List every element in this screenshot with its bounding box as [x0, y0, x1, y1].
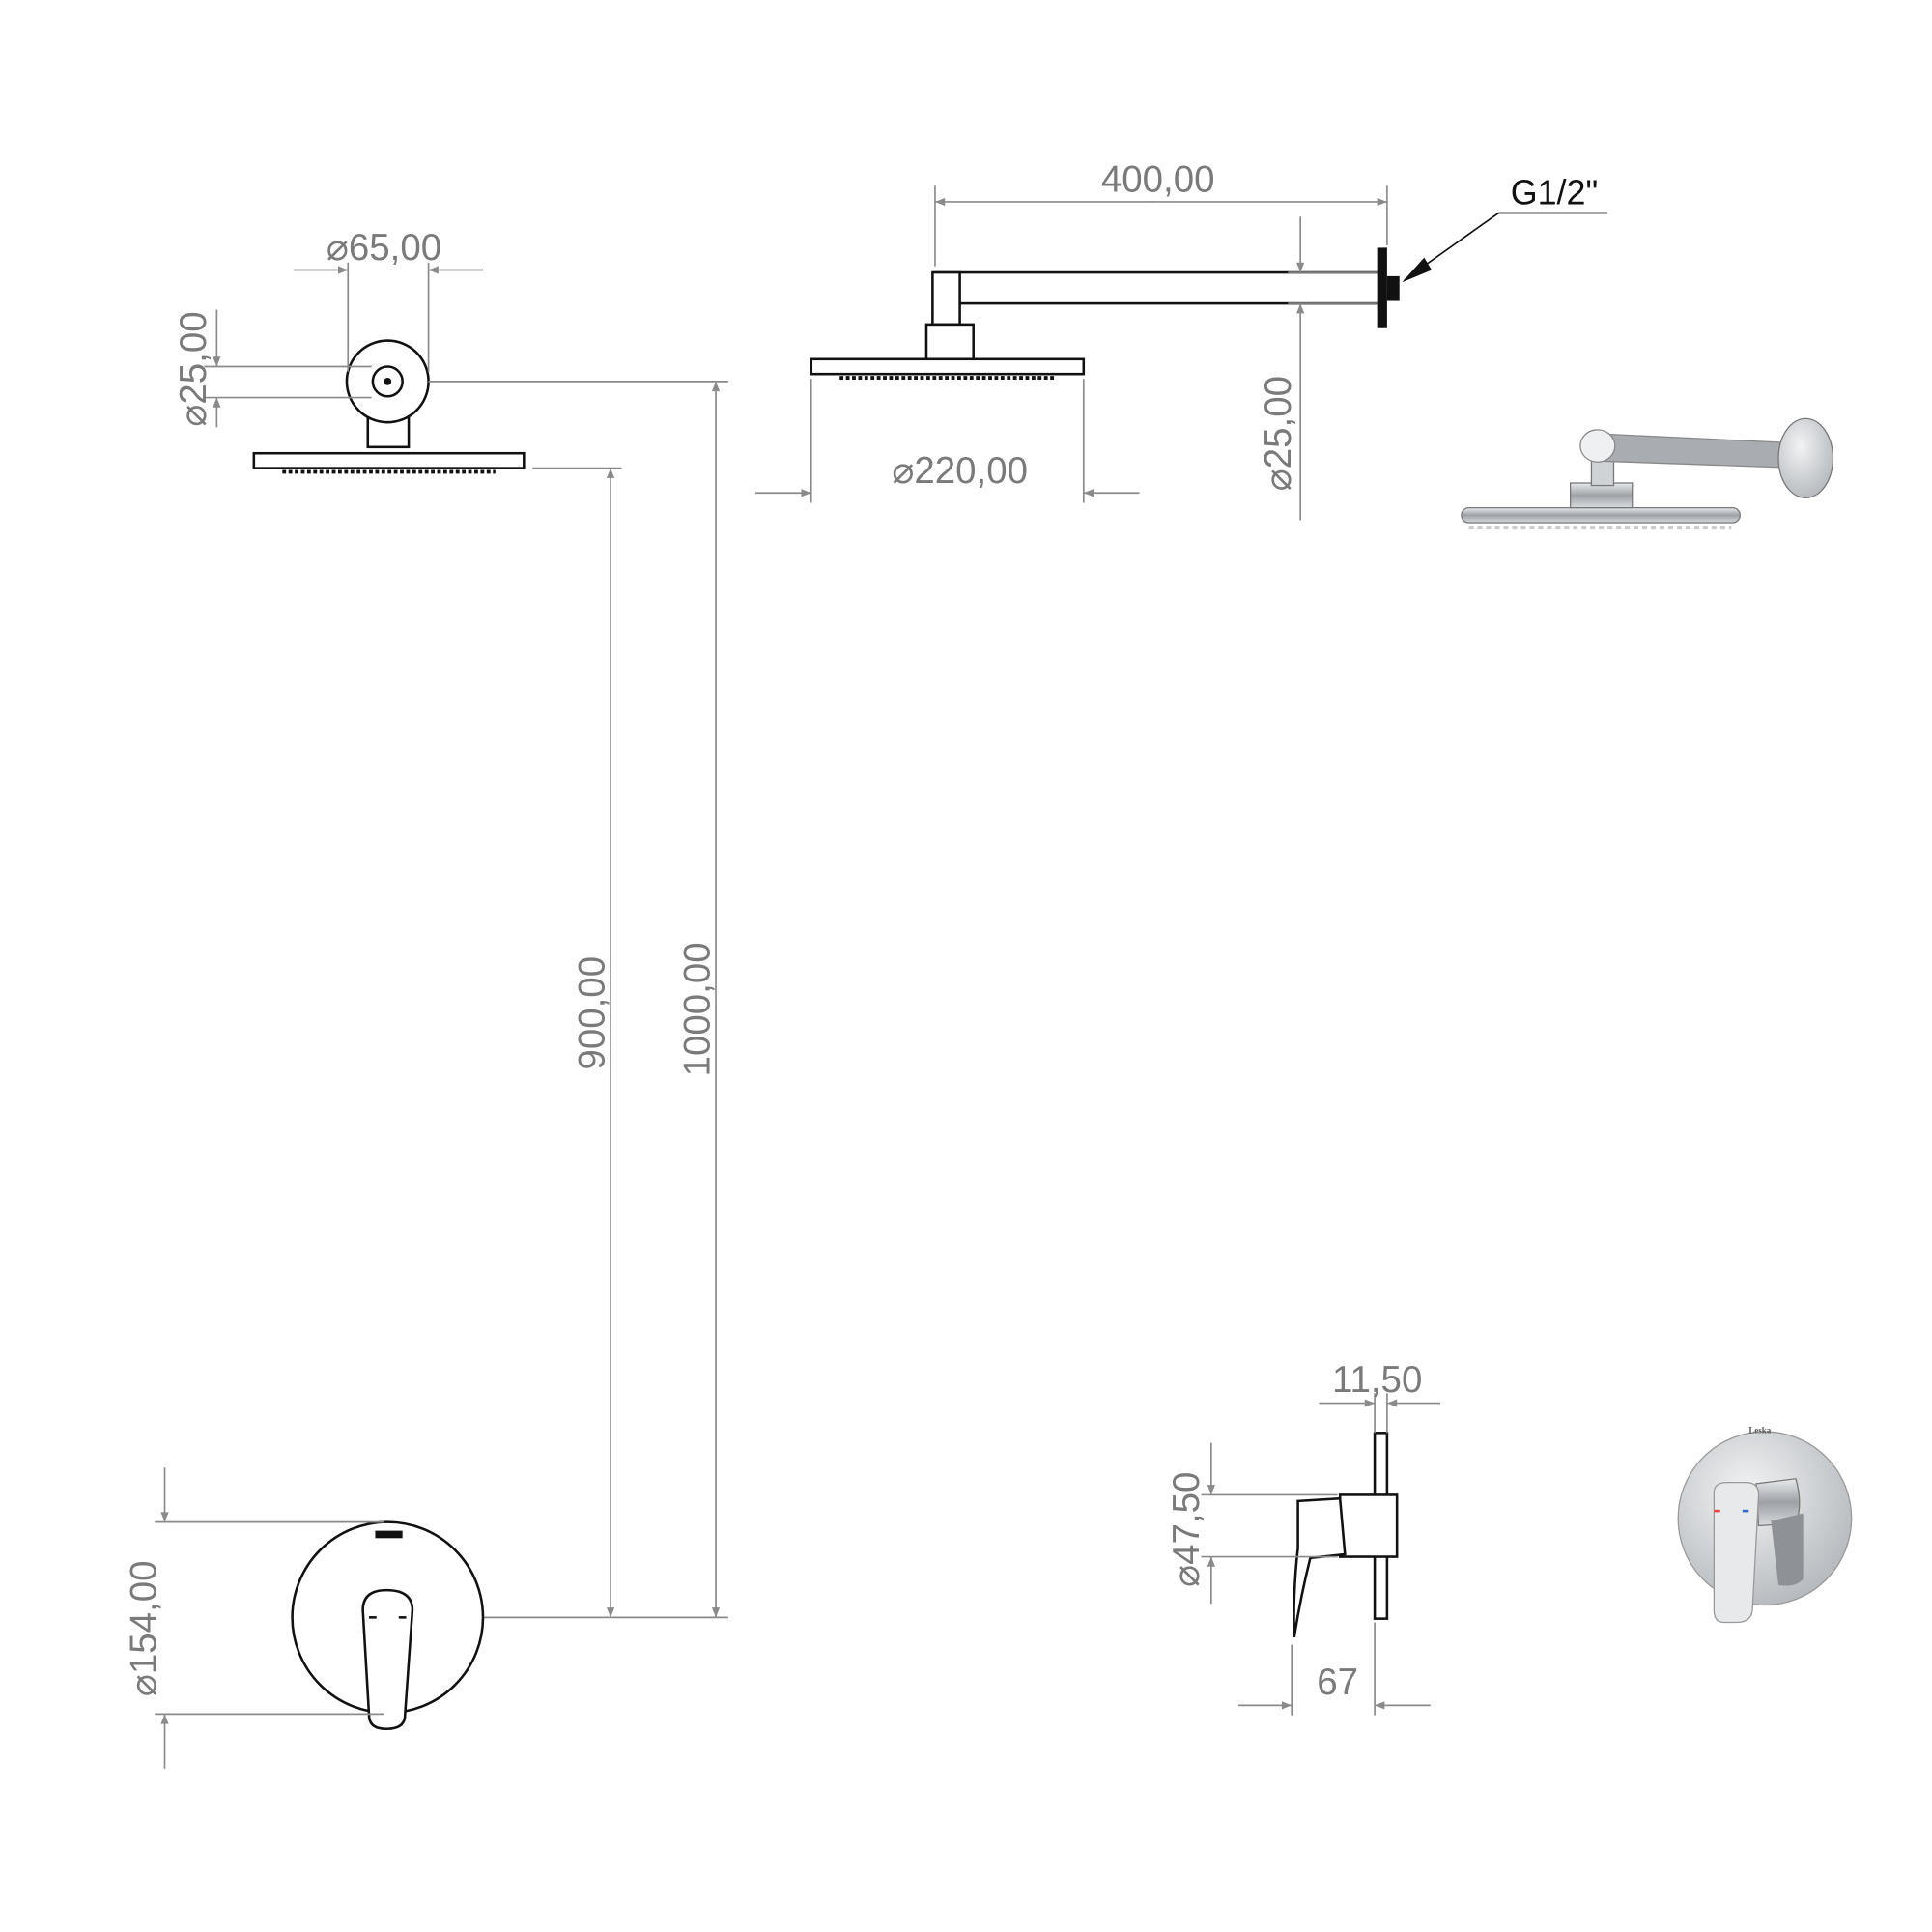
dim-label: 900,00 [572, 956, 613, 1070]
thread-label: G1/2" [1511, 174, 1599, 213]
mixer-side-view [1293, 1432, 1399, 1638]
brand-mark: Leska [1748, 1425, 1771, 1435]
dim-flange-dia: ⌀65,00 [293, 227, 484, 372]
dim-label: 67 [1317, 1662, 1358, 1703]
shower-product-photo [1461, 417, 1834, 530]
dim-label: 11,50 [1332, 1359, 1422, 1401]
dim-mixer-body-dia: ⌀47,50 [1166, 1442, 1338, 1605]
shower-arm-side-view [810, 247, 1400, 380]
mixer-product-photo: Leska [1677, 1425, 1853, 1624]
dim-label: ⌀25,00 [1258, 376, 1299, 491]
dim-label: 1000,00 [677, 942, 719, 1076]
dim-label: ⌀220,00 [892, 450, 1028, 492]
dim-mixer-plate-dia: ⌀154,00 [124, 1467, 384, 1769]
dim-arm-length: 400,00 [934, 159, 1388, 267]
dim-label: ⌀65,00 [327, 227, 441, 269]
dim-label: 400,00 [1101, 159, 1215, 201]
thread-callout: G1/2" [1402, 174, 1608, 283]
dim-label: ⌀154,00 [124, 1561, 165, 1697]
dim-top-arm-dia: ⌀25,00 [173, 309, 372, 428]
dim-mixer-depth: 67 [1238, 1622, 1431, 1716]
dim-plate-thickness: 11,50 [1319, 1359, 1441, 1434]
dim-side-arm-dia: ⌀25,00 [1258, 216, 1378, 521]
shower-head-front-view [252, 339, 526, 474]
mixer-front-view [291, 1520, 485, 1731]
dim-label: ⌀47,50 [1166, 1472, 1208, 1587]
dim-label: ⌀25,00 [173, 311, 214, 426]
dim-heights: 900,00 1000,00 [409, 381, 728, 1619]
dim-head-dia: ⌀220,00 [755, 379, 1140, 503]
